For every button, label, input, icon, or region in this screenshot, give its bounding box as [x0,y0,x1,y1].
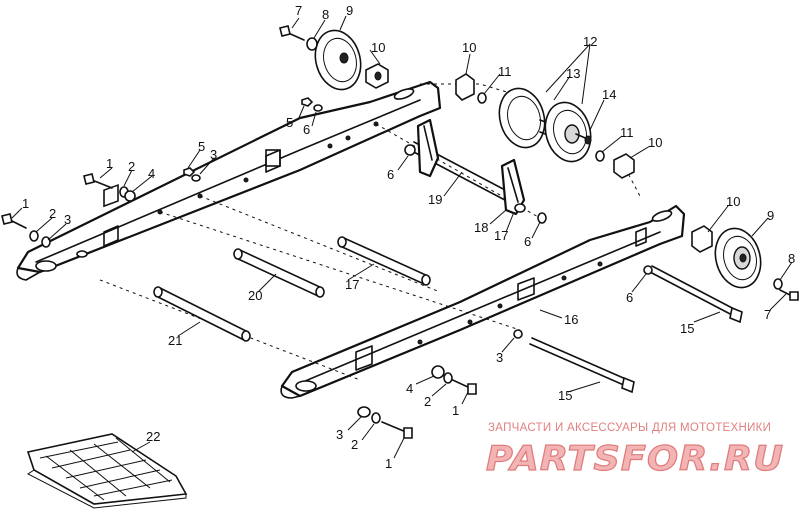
callout-15-a: 15 [680,321,694,336]
brackets [416,118,526,216]
callout-21: 21 [168,333,182,348]
track-section-22 [26,433,188,509]
callout-2-a: 2 [128,159,135,174]
callout-1-a: 1 [106,156,113,171]
idler-wheels-9 [314,29,762,289]
callout-3-d: 3 [336,427,343,442]
callout-3-a: 3 [210,147,217,162]
callout-11-b: 11 [620,125,634,140]
callout-1-c: 1 [452,403,459,418]
callout-10-a: 10 [371,40,385,55]
callout-5-b: 5 [198,139,205,154]
callout-6-a: 6 [303,122,310,137]
callout-7-top: 7 [295,3,302,18]
callout-12: 12 [583,34,597,49]
callout-15-b: 15 [558,388,572,403]
callout-2-b: 2 [49,206,56,221]
left-rail [16,80,442,281]
bearing-blocks-10 [365,63,713,253]
callout-8-top: 8 [322,7,329,22]
callout-14: 14 [602,87,616,102]
callout-16: 16 [564,312,578,327]
watermark-logo: PARTSFOR.RU [486,439,784,479]
watermark: ЗАПЧАСТИ И АКСЕССУАРЫ ДЛЯ МОТОТЕХНИКИ PA… [485,422,784,480]
callout-6-d: 6 [626,290,633,305]
callout-2-c: 2 [424,394,431,409]
callout-20: 20 [248,288,262,303]
callout-1-b: 1 [22,196,29,211]
callout-17-b: 17 [345,277,359,292]
callout-10-c: 10 [648,135,662,150]
callout-19: 19 [428,192,442,207]
callout-9-top: 9 [346,3,353,18]
callout-3-c: 3 [496,350,503,365]
callout-9-right: 9 [767,208,774,223]
wheel-pair-12 [498,87,592,163]
callout-6-c: 6 [524,234,531,249]
callout-10-b: 10 [462,40,476,55]
callout-22: 22 [146,429,160,444]
callout-2-d: 2 [351,437,358,452]
callout-11-a: 11 [498,64,512,79]
callout-3-b: 3 [64,212,71,227]
callout-10-d: 10 [726,194,740,209]
hardware [1,25,799,439]
callout-7-right: 7 [764,307,771,322]
callout-1-d: 1 [385,456,392,471]
callout-17-a: 17 [494,228,508,243]
cross-shafts [99,83,743,394]
right-rail [280,204,686,399]
watermark-caption: ЗАПЧАСТИ И АКСЕССУАРЫ ДЛЯ МОТОТЕХНИКИ [488,422,771,434]
callout-4-b: 4 [406,381,413,396]
callout-8-right: 8 [788,251,795,266]
callout-13: 13 [566,66,580,81]
callout-5-a: 5 [286,115,293,130]
leader-lines [11,15,793,459]
callout-4-a: 4 [148,166,155,181]
callout-labels: 7 8 9 10 10 11 12 13 14 11 10 5 6 5 3 1 … [22,3,795,471]
callout-6-b: 6 [387,167,394,182]
callout-18: 18 [474,220,488,235]
